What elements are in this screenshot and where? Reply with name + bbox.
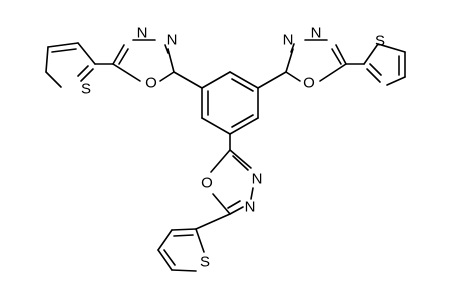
double-bond [173, 234, 194, 237]
bond [366, 68, 381, 83]
double-bond [51, 48, 77, 53]
bond [319, 63, 347, 82]
bond [363, 43, 379, 65]
thiophene-ring-right: S [345, 33, 406, 86]
sulfur-atom-label: S [81, 81, 91, 98]
double-bond [164, 44, 169, 54]
double-bond [232, 155, 249, 171]
bond [201, 71, 231, 89]
oxadiazole-ring-right: N N O [283, 25, 347, 92]
bond [229, 117, 259, 135]
bond [195, 228, 205, 253]
thiophene-ring-bottom: S [157, 213, 231, 272]
bond [171, 269, 197, 272]
bond [45, 71, 62, 88]
bond [210, 149, 231, 173]
oxygen-atom-label: O [201, 175, 213, 192]
bond [195, 213, 231, 230]
double-bond [331, 48, 342, 65]
bond [80, 68, 94, 82]
sulfur-atom-label: S [200, 254, 210, 271]
bond [157, 249, 173, 271]
bond [159, 71, 175, 82]
bond [229, 206, 244, 215]
nitrogen-atom-label: N [311, 25, 322, 42]
nitrogen-atom-label: N [137, 25, 148, 42]
bond [171, 228, 197, 231]
double-bond [290, 43, 295, 53]
bond [77, 42, 96, 65]
bond [201, 117, 231, 135]
oxadiazole-ring-bottom: O N N [201, 149, 263, 216]
nitrogen-atom-label: N [252, 171, 263, 188]
bond [285, 71, 301, 82]
oxadiazole-ring-left: N N O [112, 25, 178, 92]
bond [257, 71, 287, 89]
double-bond [369, 63, 382, 76]
bond [229, 71, 259, 89]
bond [229, 149, 252, 169]
bond [250, 187, 254, 200]
central-benzene-ring [201, 71, 259, 135]
bond [212, 193, 231, 215]
oxygen-atom-label: O [303, 75, 315, 92]
bond [167, 48, 175, 73]
thiophene-ring-left: S [45, 42, 114, 98]
double-bond [163, 249, 176, 266]
double-bond [231, 114, 254, 128]
bond [386, 76, 406, 86]
nitrogen-atom-label: N [283, 32, 294, 49]
double-bond [227, 200, 241, 209]
bond [335, 44, 347, 65]
bond [112, 63, 141, 82]
double-bond [118, 48, 129, 65]
nitrogen-atom-label: N [245, 199, 256, 216]
bond [285, 48, 294, 73]
bond [47, 42, 79, 48]
nitrogen-atom-label: N [167, 32, 178, 49]
bond [45, 46, 49, 73]
sulfur-atom-label: S [375, 33, 385, 50]
double-bond [77, 65, 89, 77]
bond [157, 229, 173, 251]
bond [112, 44, 125, 65]
bond [377, 43, 406, 53]
oxygen-atom-label: O [145, 75, 157, 92]
double-bond [231, 78, 254, 92]
bond [173, 71, 203, 89]
